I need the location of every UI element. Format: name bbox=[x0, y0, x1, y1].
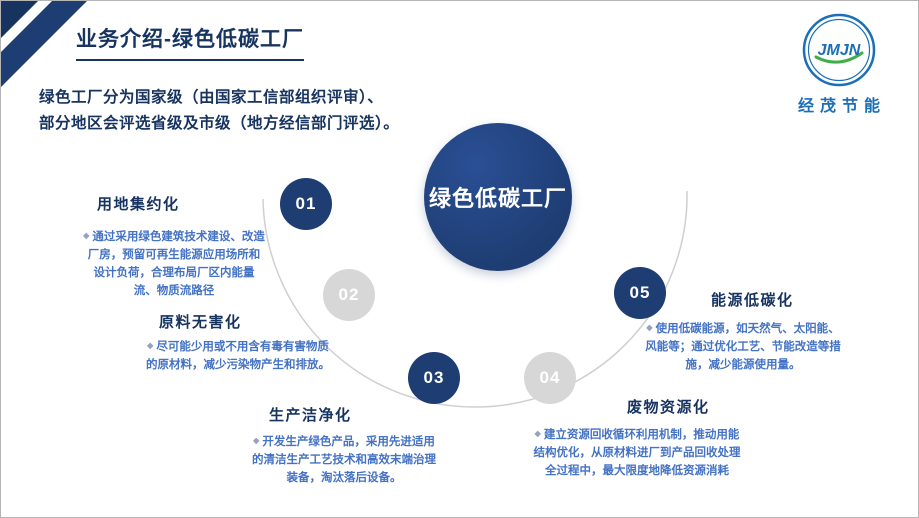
item-title-waste-recycling: 废物资源化 bbox=[627, 399, 710, 416]
step-circle-04: 04 bbox=[524, 352, 576, 404]
subtitle-line-1: 绿色工厂分为国家级（由国家工信部组织评审）、 bbox=[39, 89, 384, 106]
company-logo: JMJN 经茂节能 bbox=[783, 13, 895, 116]
item-desc-text: 建立资源回收循环利用机制，推动用能结构优化，从原材料进厂到产品回收处理全过程中，… bbox=[533, 429, 741, 477]
logo-abbr: JMJN bbox=[818, 42, 861, 59]
item-desc-text: 通过采用绿色建筑技术建设、改造厂房，预留可再生能源应用场所和设计负荷，合理布局厂… bbox=[87, 231, 265, 297]
step-number: 04 bbox=[539, 368, 561, 387]
center-circle-label: 绿色低碳工厂 bbox=[428, 186, 567, 211]
item-desc-raw-material-harmless: ◆尽可能少用或不用含有毒有害物质的原材料，减少污染物产生和排放。 bbox=[145, 337, 331, 374]
item-desc-text: 使用低碳能源，如天然气、太阳能、风能等；通过优化工艺、节能改造等措施，减少能源使… bbox=[645, 323, 841, 371]
jmjn-logo-icon: JMJN bbox=[802, 13, 876, 87]
step-circle-03: 03 bbox=[408, 352, 460, 404]
diamond-bullet-icon: ◆ bbox=[83, 231, 90, 240]
item-title-land-intensive: 用地集约化 bbox=[97, 196, 180, 213]
corner-ribbon-decoration bbox=[1, 1, 87, 87]
step-number: 01 bbox=[295, 194, 317, 213]
step-number: 03 bbox=[423, 368, 445, 387]
diamond-bullet-icon: ◆ bbox=[646, 323, 653, 332]
step-circle-01: 01 bbox=[280, 178, 332, 230]
diamond-bullet-icon: ◆ bbox=[147, 341, 154, 350]
step-number: 02 bbox=[338, 285, 360, 304]
item-desc-waste-recycling: ◆建立资源回收循环利用机制，推动用能结构优化，从原材料进厂到产品回收处理全过程中… bbox=[529, 425, 745, 480]
step-number: 05 bbox=[629, 283, 651, 302]
page-title: 业务介绍-绿色低碳工厂 bbox=[76, 23, 304, 61]
item-desc-text: 开发生产绿色产品，采用先进适用的清洁生产工艺技术和高效末端治理装备，淘汰落后设备… bbox=[252, 436, 436, 484]
step-circle-05: 05 bbox=[614, 267, 666, 319]
item-desc-text: 尽可能少用或不用含有毒有害物质的原材料，减少污染物产生和排放。 bbox=[146, 341, 330, 371]
item-title-clean-production: 生产洁净化 bbox=[269, 407, 352, 424]
item-desc-low-carbon-energy: ◆使用低碳能源，如天然气、太阳能、风能等；通过优化工艺、节能改造等措施，减少能源… bbox=[645, 319, 841, 374]
step-circle-02: 02 bbox=[323, 269, 375, 321]
item-title-low-carbon-energy: 能源低碳化 bbox=[711, 292, 794, 309]
item-desc-clean-production: ◆开发生产绿色产品，采用先进适用的清洁生产工艺技术和高效末端治理装备，淘汰落后设… bbox=[249, 432, 439, 487]
item-desc-land-intensive: ◆通过采用绿色建筑技术建设、改造厂房，预留可再生能源应用场所和设计负荷，合理布局… bbox=[83, 227, 265, 300]
center-circle: 绿色低碳工厂 bbox=[424, 123, 572, 271]
subtitle-line-2: 部分地区会评选省级及市级（地方经信部门评选）。 bbox=[39, 115, 400, 132]
company-name: 经茂节能 bbox=[797, 98, 886, 115]
diamond-bullet-icon: ◆ bbox=[534, 429, 541, 438]
item-title-raw-material-harmless: 原料无害化 bbox=[159, 314, 242, 331]
subtitle: 绿色工厂分为国家级（由国家工信部组织评审）、 部分地区会评选省级及市级（地方经信… bbox=[39, 85, 399, 137]
diamond-bullet-icon: ◆ bbox=[253, 436, 260, 445]
